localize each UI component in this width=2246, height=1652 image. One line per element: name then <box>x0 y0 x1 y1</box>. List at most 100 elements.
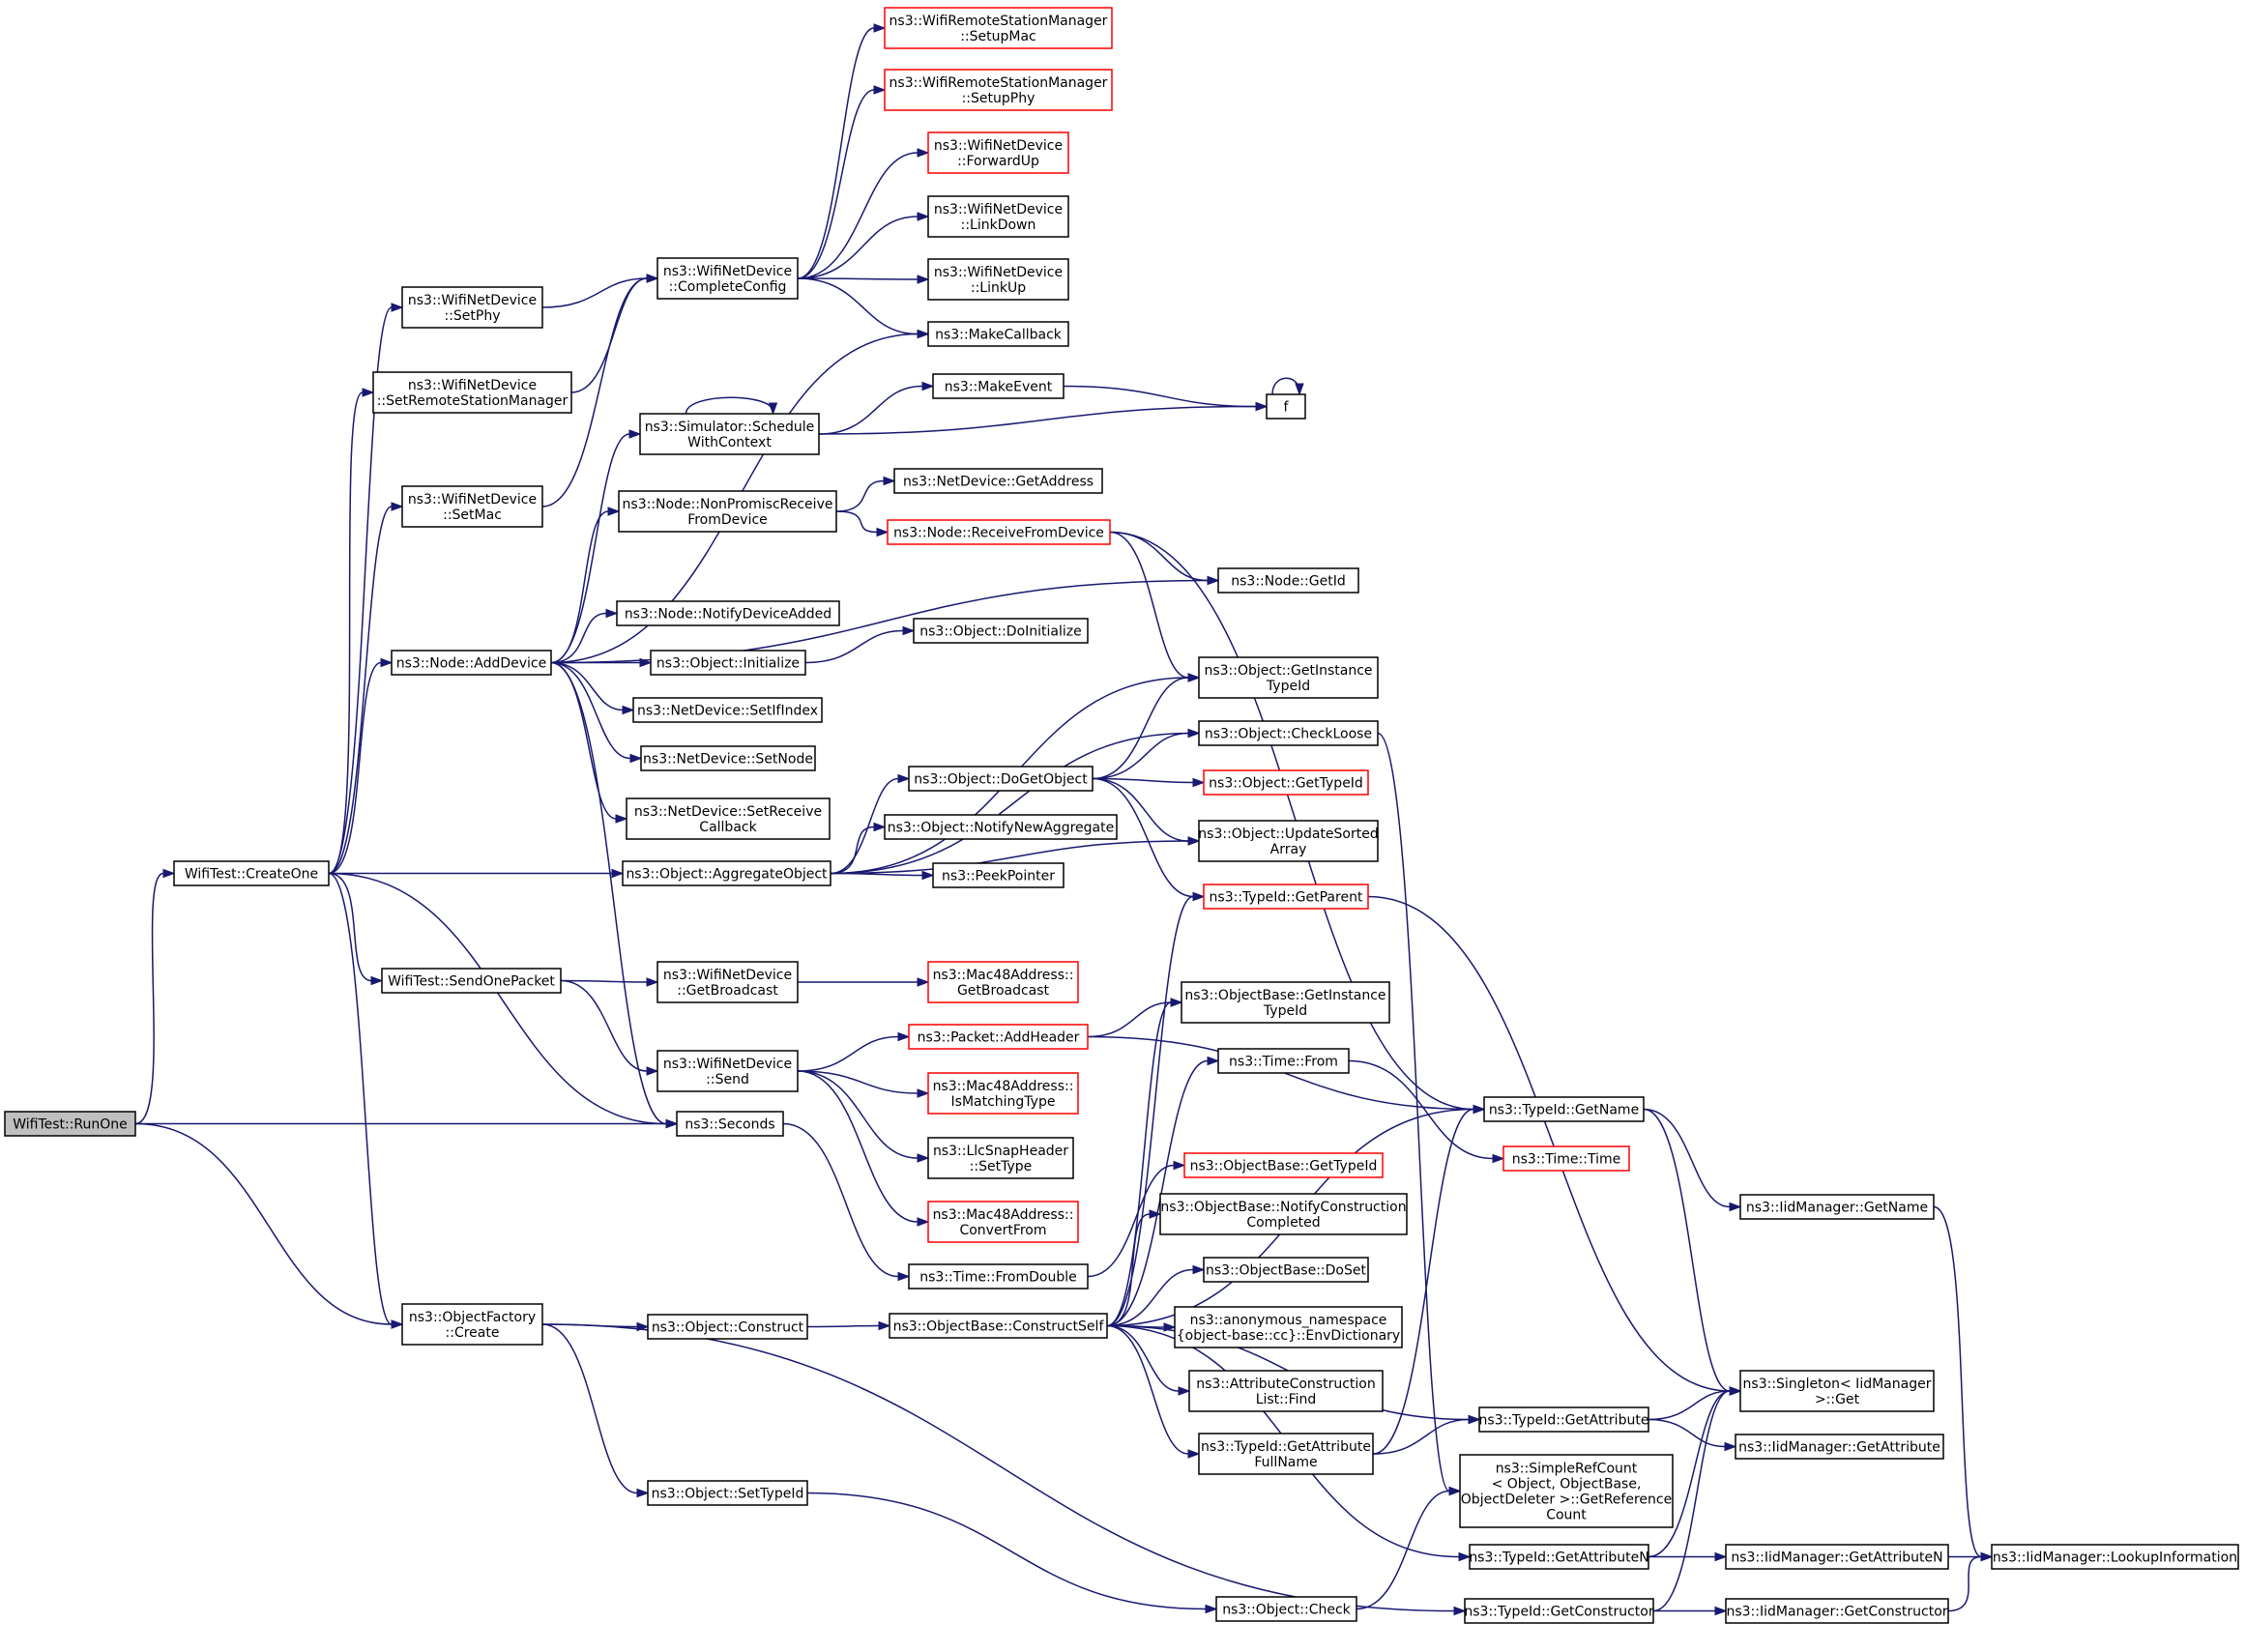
edge-schedule-to-makeevent <box>818 381 935 435</box>
node-timefrom[interactable]: ns3::Time::From <box>1217 1048 1350 1074</box>
node-ndgetaddress[interactable]: ns3::NetDevice::GetAddress <box>893 468 1103 494</box>
node-addheader[interactable]: ns3::Packet::AddHeader <box>908 1024 1089 1050</box>
node-ofcreate[interactable]: ns3::ObjectFactory::Create <box>401 1303 543 1346</box>
node-objcheck[interactable]: ns3::Object::Check <box>1215 1596 1357 1622</box>
node-checkloose[interactable]: ns3::Object::CheckLoose <box>1198 720 1379 746</box>
edge-typeidgetname-to-singletonget <box>1643 1108 1742 1396</box>
node-envdictionary[interactable]: ns3::anonymous_namespace{object-base::cc… <box>1174 1306 1403 1348</box>
node-iidgetname[interactable]: ns3::IidManager::GetName <box>1739 1194 1935 1220</box>
node-label: ::ForwardUp <box>957 154 1039 169</box>
node-box <box>401 485 543 528</box>
node-setifindex[interactable]: ns3::NetDevice::SetIfIndex <box>632 697 823 723</box>
node-objgettypeid[interactable]: ns3::Object::GetTypeId <box>1203 769 1369 796</box>
node-linkdown[interactable]: ns3::WifiNetDevice::LinkDown <box>927 195 1069 238</box>
node-settypeid[interactable]: ns3::Object::SetTypeId <box>647 1480 808 1506</box>
node-label: ns3::Object::Initialize <box>656 656 800 672</box>
node-f[interactable]: f <box>1266 393 1306 420</box>
edge-line <box>685 396 774 415</box>
node-completeconfig[interactable]: ns3::WifiNetDevice::CompleteConfig <box>656 257 799 300</box>
node-obgettypeid[interactable]: ns3::ObjectBase::GetTypeId <box>1183 1152 1384 1178</box>
node-label: ObjectDeleter >::GetReference <box>1461 1493 1672 1508</box>
edge-line <box>797 277 919 280</box>
node-constructself[interactable]: ns3::ObjectBase::ConstructSelf <box>889 1313 1108 1339</box>
edge-arrow <box>1468 1414 1481 1425</box>
node-objconstruct[interactable]: ns3::Object::Construct <box>647 1314 808 1340</box>
node-nodegetid[interactable]: ns3::Node::GetId <box>1217 567 1359 594</box>
node-forwardup[interactable]: ns3::WifiNetDevice::ForwardUp <box>927 131 1069 174</box>
node-runone[interactable]: WifiTest::RunOne <box>4 1111 136 1137</box>
node-makecallback[interactable]: ns3::MakeCallback <box>927 321 1069 347</box>
edge-line <box>1087 1164 1175 1278</box>
edge-ofcreate-to-getconstructor <box>541 1323 1467 1616</box>
node-label: ns3::ObjectBase::ConstructSelf <box>893 1319 1105 1335</box>
node-convertfrom[interactable]: ns3::Mac48Address::ConvertFrom <box>927 1201 1079 1243</box>
node-singletonget[interactable]: ns3::Singleton< IidManager>::Get <box>1739 1370 1935 1412</box>
node-notifynewaggregate[interactable]: ns3::Object::NotifyNewAggregate <box>884 814 1118 840</box>
node-seconds[interactable]: ns3::Seconds <box>676 1111 784 1137</box>
node-box <box>1483 1096 1645 1122</box>
node-llcsettype[interactable]: ns3::LlcSnapHeader::SetType <box>927 1137 1074 1179</box>
node-label: ::CompleteConfig <box>669 279 787 295</box>
node-ismatchingtype[interactable]: ns3::Mac48Address::IsMatchingType <box>927 1072 1079 1115</box>
node-setupphy[interactable]: ns3::WifiRemoteStationManager::SetupPhy <box>884 69 1113 111</box>
node-setmac[interactable]: ns3::WifiNetDevice::SetMac <box>401 485 543 528</box>
node-simplerefcount[interactable]: ns3::SimpleRefCount< Object, ObjectBase,… <box>1459 1454 1674 1528</box>
node-setrsm[interactable]: ns3::WifiNetDevice::SetRemoteStationMana… <box>372 371 572 414</box>
edge-getconstructor-to-iidgetconstructor <box>1653 1606 1728 1616</box>
node-getattributen[interactable]: ns3::TypeId::GetAttributeN <box>1469 1544 1649 1570</box>
node-box <box>1725 1544 1949 1570</box>
node-receivefromdevice[interactable]: ns3::Node::ReceiveFromDevice <box>887 519 1111 545</box>
node-label: ns3::Object::DoGetObject <box>914 772 1088 788</box>
node-getparent[interactable]: ns3::TypeId::GetParent <box>1203 884 1369 910</box>
node-initialize[interactable]: ns3::Object::Initialize <box>650 650 806 676</box>
node-box <box>1478 1406 1649 1433</box>
node-sendonepacket[interactable]: WifiTest::SendOnePacket <box>381 968 562 994</box>
edge-line <box>560 979 648 983</box>
node-setupmac[interactable]: ns3::WifiRemoteStationManager::SetupMac <box>884 7 1113 49</box>
node-lookupinformation[interactable]: ns3::IidManager::LookupInformation <box>1991 1544 2239 1570</box>
node-aggregate[interactable]: ns3::Object::AggregateObject <box>622 860 831 886</box>
edge-line <box>541 1323 638 1494</box>
node-macgetbroadcast[interactable]: ns3::Mac48Address::GetBroadcast <box>927 961 1079 1003</box>
node-dogetobject[interactable]: ns3::Object::DoGetObject <box>908 766 1094 792</box>
node-label: ::SetupMac <box>960 29 1036 44</box>
node-typeidgetattribute[interactable]: ns3::TypeId::GetAttribute <box>1478 1406 1649 1433</box>
node-setphy[interactable]: ns3::WifiNetDevice::SetPhy <box>401 286 543 329</box>
node-getconstructor[interactable]: ns3::TypeId::GetConstructor <box>1464 1598 1654 1624</box>
node-setnode[interactable]: ns3::NetDevice::SetNode <box>640 745 816 771</box>
node-makeevent[interactable]: ns3::MakeEvent <box>932 373 1065 399</box>
node-timetime[interactable]: ns3::Time::Time <box>1502 1145 1630 1172</box>
node-createone[interactable]: WifiTest::CreateOne <box>173 860 330 886</box>
node-doset[interactable]: ns3::ObjectBase::DoSet <box>1203 1257 1369 1283</box>
node-linkup[interactable]: ns3::WifiNetDevice::LinkUp <box>927 258 1069 301</box>
node-notifydevice[interactable]: ns3::Node::NotifyDeviceAdded <box>616 600 840 626</box>
node-box <box>1459 1454 1674 1528</box>
node-iidgetattribute[interactable]: ns3::IidManager::GetAttribute <box>1735 1434 1944 1460</box>
node-label: ::GetBroadcast <box>677 983 778 999</box>
node-adddevice[interactable]: ns3::Node::AddDevice <box>391 650 552 676</box>
node-send[interactable]: ns3::WifiNetDevice::Send <box>656 1050 799 1092</box>
node-iidgetattributen[interactable]: ns3::IidManager::GetAttributeN <box>1725 1544 1949 1570</box>
node-iidgetconstructor[interactable]: ns3::IidManager::GetConstructor <box>1725 1598 1949 1624</box>
node-getbroadcast[interactable]: ns3::WifiNetDevice::GetBroadcast <box>656 961 799 1003</box>
edge-line <box>328 306 393 875</box>
node-label: ns3::NetDevice::SetIfIndex <box>637 704 818 719</box>
edge-arrow <box>1178 1386 1191 1396</box>
node-fromdouble[interactable]: ns3::Time::FromDouble <box>908 1263 1089 1290</box>
node-notifyconstruction[interactable]: ns3::ObjectBase::NotifyConstructionCompl… <box>1159 1193 1408 1235</box>
node-label: ConvertFrom <box>959 1223 1046 1238</box>
node-doinitialize[interactable]: ns3::Object::DoInitialize <box>913 618 1089 644</box>
node-label: ns3::Singleton< IidManager <box>1743 1377 1932 1392</box>
edge-arrow <box>917 1088 930 1098</box>
node-typeidgetname[interactable]: ns3::TypeId::GetName <box>1483 1096 1645 1122</box>
node-peekpointer[interactable]: ns3::PeekPointer <box>932 862 1065 888</box>
edge-line <box>1092 777 1194 784</box>
